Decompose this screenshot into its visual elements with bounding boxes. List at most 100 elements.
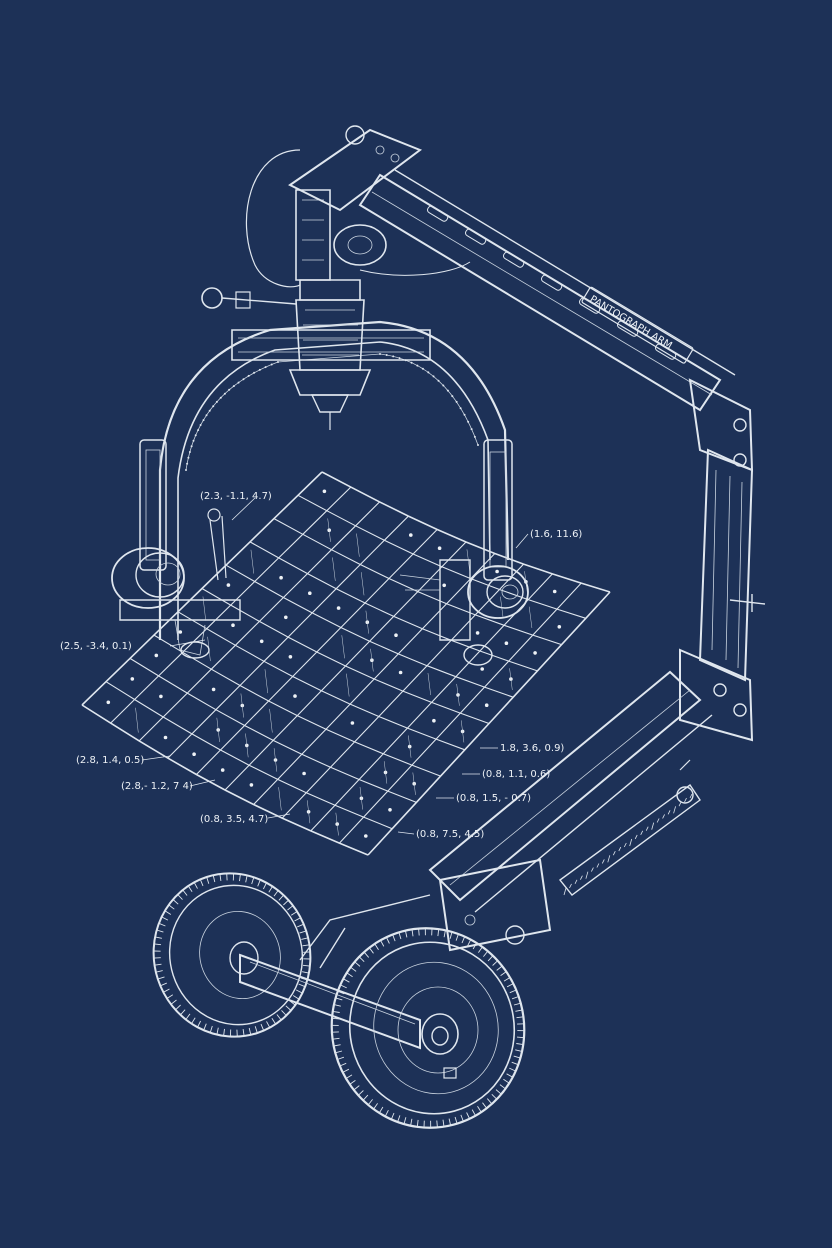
arc-tick: [194, 434, 197, 437]
wheel-tooth: [266, 1021, 271, 1028]
arm-slot: [465, 228, 487, 245]
wheel-tooth: [357, 1090, 364, 1096]
wheel-tooth: [248, 1027, 252, 1035]
wheel-tooth: [367, 1099, 373, 1106]
arc-tick: [270, 363, 273, 366]
scale-tick: [601, 859, 605, 864]
arc-tick: [202, 419, 205, 422]
grid-line-u: [310, 573, 553, 832]
wheel-tooth: [216, 1027, 219, 1035]
coord-label-10: (0.8, 7.5, 4.5): [416, 829, 484, 840]
wheel-tooth: [302, 944, 310, 947]
wheel-tooth: [219, 873, 222, 881]
wheel-tooth: [157, 976, 165, 980]
grid-point: [130, 677, 135, 681]
scale-tick: [662, 814, 665, 819]
arc-scale-ticks: [185, 353, 479, 471]
wheel-tooth: [390, 1112, 395, 1120]
wheel-tooth: [467, 939, 472, 947]
arc-tick: [392, 355, 395, 358]
grid-point: [437, 546, 442, 550]
grid-point: [504, 641, 509, 645]
grid-line-u: [253, 553, 496, 805]
coord-label-1: (2.3, -1.1, 4.7): [200, 491, 272, 502]
scale-tick: [563, 887, 567, 896]
wheel-tooth: [262, 882, 267, 890]
wheel-tooth: [295, 989, 303, 994]
grid-point: [279, 575, 283, 580]
grid-hatch: [365, 610, 369, 634]
wheel-tooth: [404, 930, 408, 938]
grid-point: [288, 655, 293, 659]
grid-hatch: [528, 606, 533, 629]
scale-tick: [618, 846, 622, 852]
wheel-tooth: [155, 936, 162, 939]
grid-line-v: [129, 657, 417, 803]
wheel-tooth: [472, 942, 478, 950]
grid-point: [432, 718, 436, 723]
grid-hatch: [264, 669, 268, 694]
wheel-tooth: [460, 1114, 464, 1122]
arc-tick: [470, 428, 473, 431]
wheel-tooth: [442, 1119, 445, 1127]
arc-tick: [242, 378, 245, 381]
arc-tick: [212, 405, 215, 408]
wheel-tooth: [260, 1023, 265, 1031]
wheel-tooth: [335, 1050, 343, 1054]
wheel-tooth: [509, 1067, 516, 1072]
arc-tick: [451, 395, 454, 398]
arm-plate-text: PANTOGRAPH ARM: [588, 294, 674, 352]
grid-line-u: [281, 563, 524, 819]
arm-slot: [541, 274, 563, 291]
scale-tick: [585, 871, 589, 879]
wheel-tooth: [203, 1023, 207, 1031]
arc-tick: [223, 392, 226, 395]
wheel-tooth: [175, 1004, 181, 1011]
grid-point: [557, 625, 562, 629]
wheel-tooth: [373, 1103, 378, 1110]
grid-hatch: [509, 668, 513, 690]
grid-point: [159, 694, 163, 699]
wheel-tooth: [380, 940, 385, 947]
wheel-tooth: [242, 1029, 245, 1037]
grid-hatch: [335, 812, 339, 836]
scale-tick: [673, 806, 676, 814]
arc-tick: [463, 413, 466, 416]
grid-point: [293, 694, 297, 698]
grid-hatch: [346, 673, 350, 697]
grid-line-u: [338, 582, 582, 844]
grid-hatch: [427, 673, 431, 696]
arc-tick: [199, 424, 202, 426]
grid-point: [284, 615, 288, 620]
grid-point: [220, 768, 225, 772]
grid-point: [388, 808, 392, 812]
wheel-tooth: [339, 1062, 347, 1067]
wheel-tooth: [337, 1056, 345, 1060]
wheel-tooth: [478, 946, 483, 953]
wheel-tooth: [160, 982, 167, 987]
grid-hatch: [273, 748, 278, 772]
wheel-tooth: [342, 1068, 350, 1073]
arc-tick: [188, 451, 191, 453]
scale-tick: [678, 802, 682, 807]
grid-point: [322, 489, 327, 494]
wheel-tooth: [353, 1085, 360, 1091]
coordinate-callouts: (2.3, -1.1, 4.7) (1.6, 11.6) (2.5, -3.4,…: [60, 491, 582, 840]
wheel-tooth: [368, 947, 374, 954]
grid-hatch: [216, 717, 220, 742]
scale-tick: [596, 863, 600, 868]
grid-point: [178, 630, 183, 634]
wheel-tooth: [397, 1115, 401, 1123]
lower-arm-scale: [563, 793, 693, 896]
grid-hatch: [278, 787, 282, 811]
grid-hatch: [360, 572, 365, 596]
wheel-tooth: [443, 930, 446, 938]
wheel-tooth: [363, 951, 370, 958]
grid-hatch: [135, 707, 139, 733]
wheel-tooth: [199, 879, 204, 887]
wheel-tooth: [254, 1026, 258, 1034]
grid-line-u: [367, 591, 611, 856]
grid-point: [364, 834, 368, 838]
wheel-tooth: [495, 1089, 502, 1095]
